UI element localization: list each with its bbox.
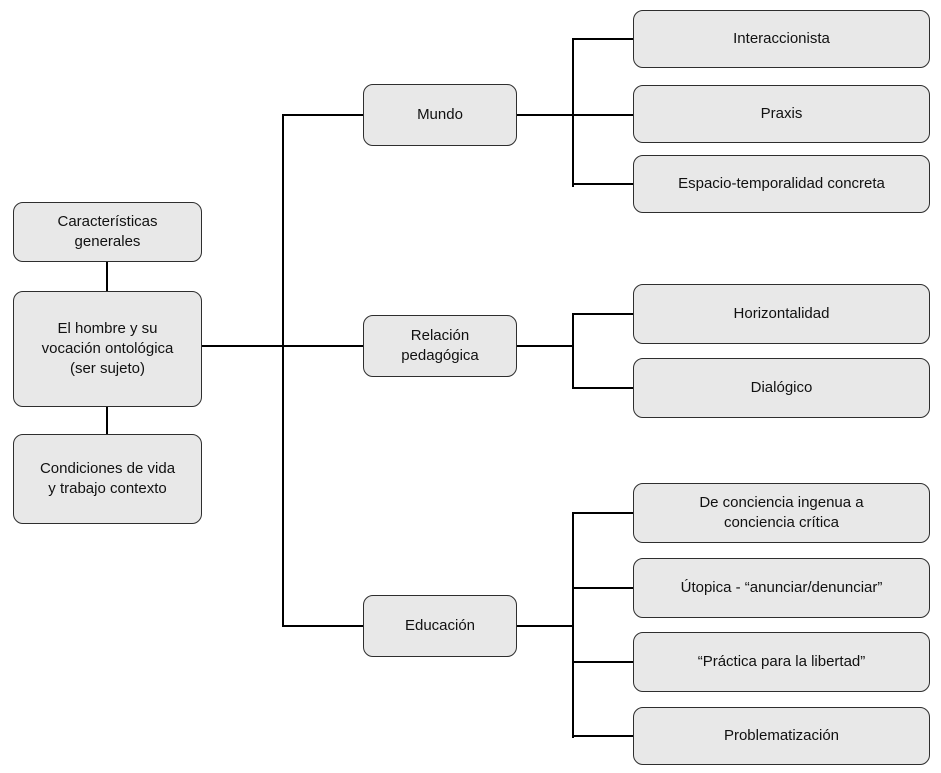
node-caracteristicas-generales: Características generales — [13, 202, 202, 262]
node-problematizacion: Problematización — [633, 707, 930, 765]
connector-stub-interaccionista — [572, 38, 633, 40]
connector-stub-espacio-temporalidad — [572, 183, 633, 185]
node-conciencia-ingenua-critica: De conciencia ingenua a conciencia críti… — [633, 483, 930, 543]
connector-educacion-rail — [572, 512, 574, 738]
node-condiciones-de-vida: Condiciones de vida y trabajo contexto — [13, 434, 202, 524]
node-dialogico: Dialógico — [633, 358, 930, 418]
connector-trunk-to-mundo — [282, 114, 363, 116]
node-utopica-anunciar-denunciar: Útopica - “anunciar/denunciar” — [633, 558, 930, 618]
connector-trunk-to-educacion — [282, 625, 363, 627]
connector-trunk-vertical — [282, 114, 284, 627]
node-educacion: Educación — [363, 595, 517, 657]
node-el-hombre-vocacion-ontologica: El hombre y su vocación ontológica (ser … — [13, 291, 202, 407]
node-espacio-temporalidad: Espacio-temporalidad concreta — [633, 155, 930, 213]
connector-root-to-condiciones — [106, 407, 108, 434]
connector-stub-problematizacion — [572, 735, 633, 737]
connector-mundo-to-praxis — [517, 114, 633, 116]
connector-relacion-to-rail — [517, 345, 574, 347]
node-horizontalidad: Horizontalidad — [633, 284, 930, 344]
node-mundo: Mundo — [363, 84, 517, 146]
connector-mundo-rail — [572, 38, 574, 187]
node-relacion-pedagogica: Relación pedagógica — [363, 315, 517, 377]
connector-caracteristicas-to-root — [106, 262, 108, 291]
node-practica-para-la-libertad: “Práctica para la libertad” — [633, 632, 930, 692]
node-interaccionista: Interaccionista — [633, 10, 930, 68]
connector-stub-conciencia — [572, 512, 633, 514]
connector-relacion-rail — [572, 313, 574, 389]
connector-stub-utopica — [572, 587, 633, 589]
node-praxis: Praxis — [633, 85, 930, 143]
connector-stub-dialogico — [572, 387, 633, 389]
connector-stub-horizontalidad — [572, 313, 633, 315]
connector-educacion-to-rail — [517, 625, 574, 627]
connector-stub-practica — [572, 661, 633, 663]
